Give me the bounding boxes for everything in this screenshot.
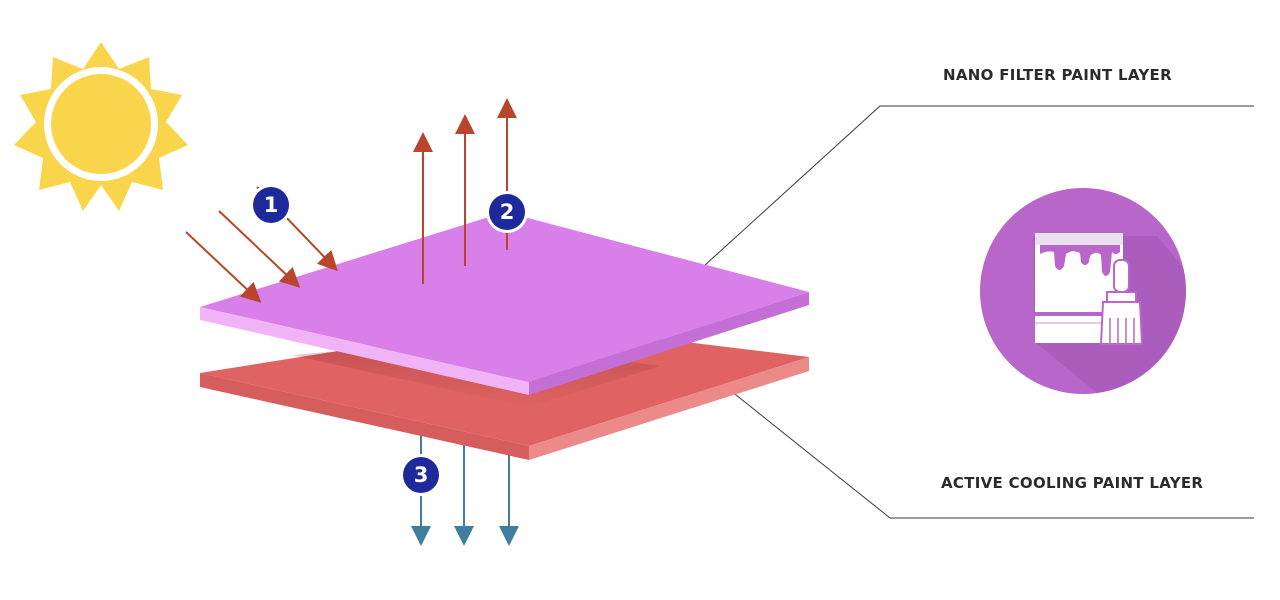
svg-text:1: 1: [264, 193, 279, 217]
active-cooling-layer-label: ACTIVE COOLING PAINT LAYER: [941, 474, 1204, 492]
nano-filter-layer: [200, 212, 809, 395]
svg-text:2: 2: [500, 200, 515, 224]
nano-filter-layer-label: NANO FILTER PAINT LAYER: [943, 66, 1172, 84]
step-badge-1: 1: [250, 184, 292, 226]
svg-text:3: 3: [414, 463, 429, 487]
paint-can-brush-icon: [980, 188, 1186, 394]
step-badge-3: 3: [400, 454, 442, 496]
sun-icon: [14, 42, 188, 211]
callout-line-bottom: [705, 370, 1254, 519]
step-badge-2: 2: [486, 191, 528, 233]
callout-line-top: [692, 105, 1254, 277]
